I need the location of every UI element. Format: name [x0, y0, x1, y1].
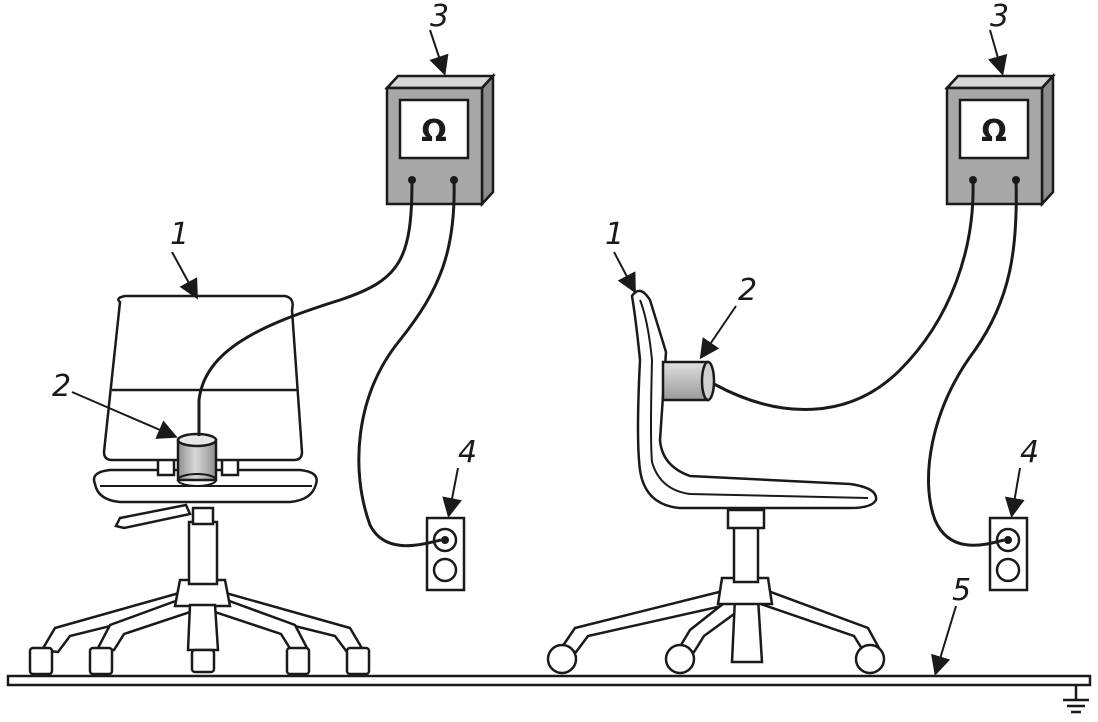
label-chair: 1 [170, 217, 189, 252]
conductive-floor [6, 674, 1092, 687]
callout-ohmmeter-right: 3 [987, 0, 1009, 76]
ground-socket-right [988, 516, 1029, 592]
label-ohmmeter: 3 [990, 0, 1009, 34]
label-electrode: 2 [738, 273, 757, 308]
shell-chair [546, 289, 886, 675]
callout-ohmmeter-left: 3 [429, 0, 449, 76]
label-electrode: 2 [52, 369, 71, 404]
ohmmeter-left: Ω [384, 72, 496, 208]
swivel-chair [28, 294, 371, 676]
callout-electrode-left: 2 [52, 369, 178, 439]
ohm-symbol: Ω [981, 114, 1007, 149]
electrode-block [661, 360, 716, 402]
label-floor: 5 [952, 573, 971, 608]
measurement-cables [197, 179, 1018, 548]
electrode-cylinder [176, 432, 218, 487]
callout-floor: 5 [931, 573, 971, 676]
ground-symbol-icon [1063, 685, 1089, 714]
ohm-symbol: Ω [421, 114, 447, 149]
callout-socket-left: 4 [442, 435, 477, 518]
callout-electrode-right: 2 [699, 273, 757, 360]
label-chair: 1 [605, 217, 624, 252]
label-socket: 4 [1020, 435, 1039, 470]
ohmmeter-right: Ω [944, 72, 1056, 208]
ground-socket-left [425, 516, 466, 592]
label-ohmmeter: 3 [430, 0, 449, 34]
callout-chair-right: 1 [605, 217, 636, 294]
callout-socket-right: 4 [1004, 435, 1039, 518]
label-socket: 4 [458, 435, 477, 470]
callout-chair-left: 1 [170, 217, 198, 300]
